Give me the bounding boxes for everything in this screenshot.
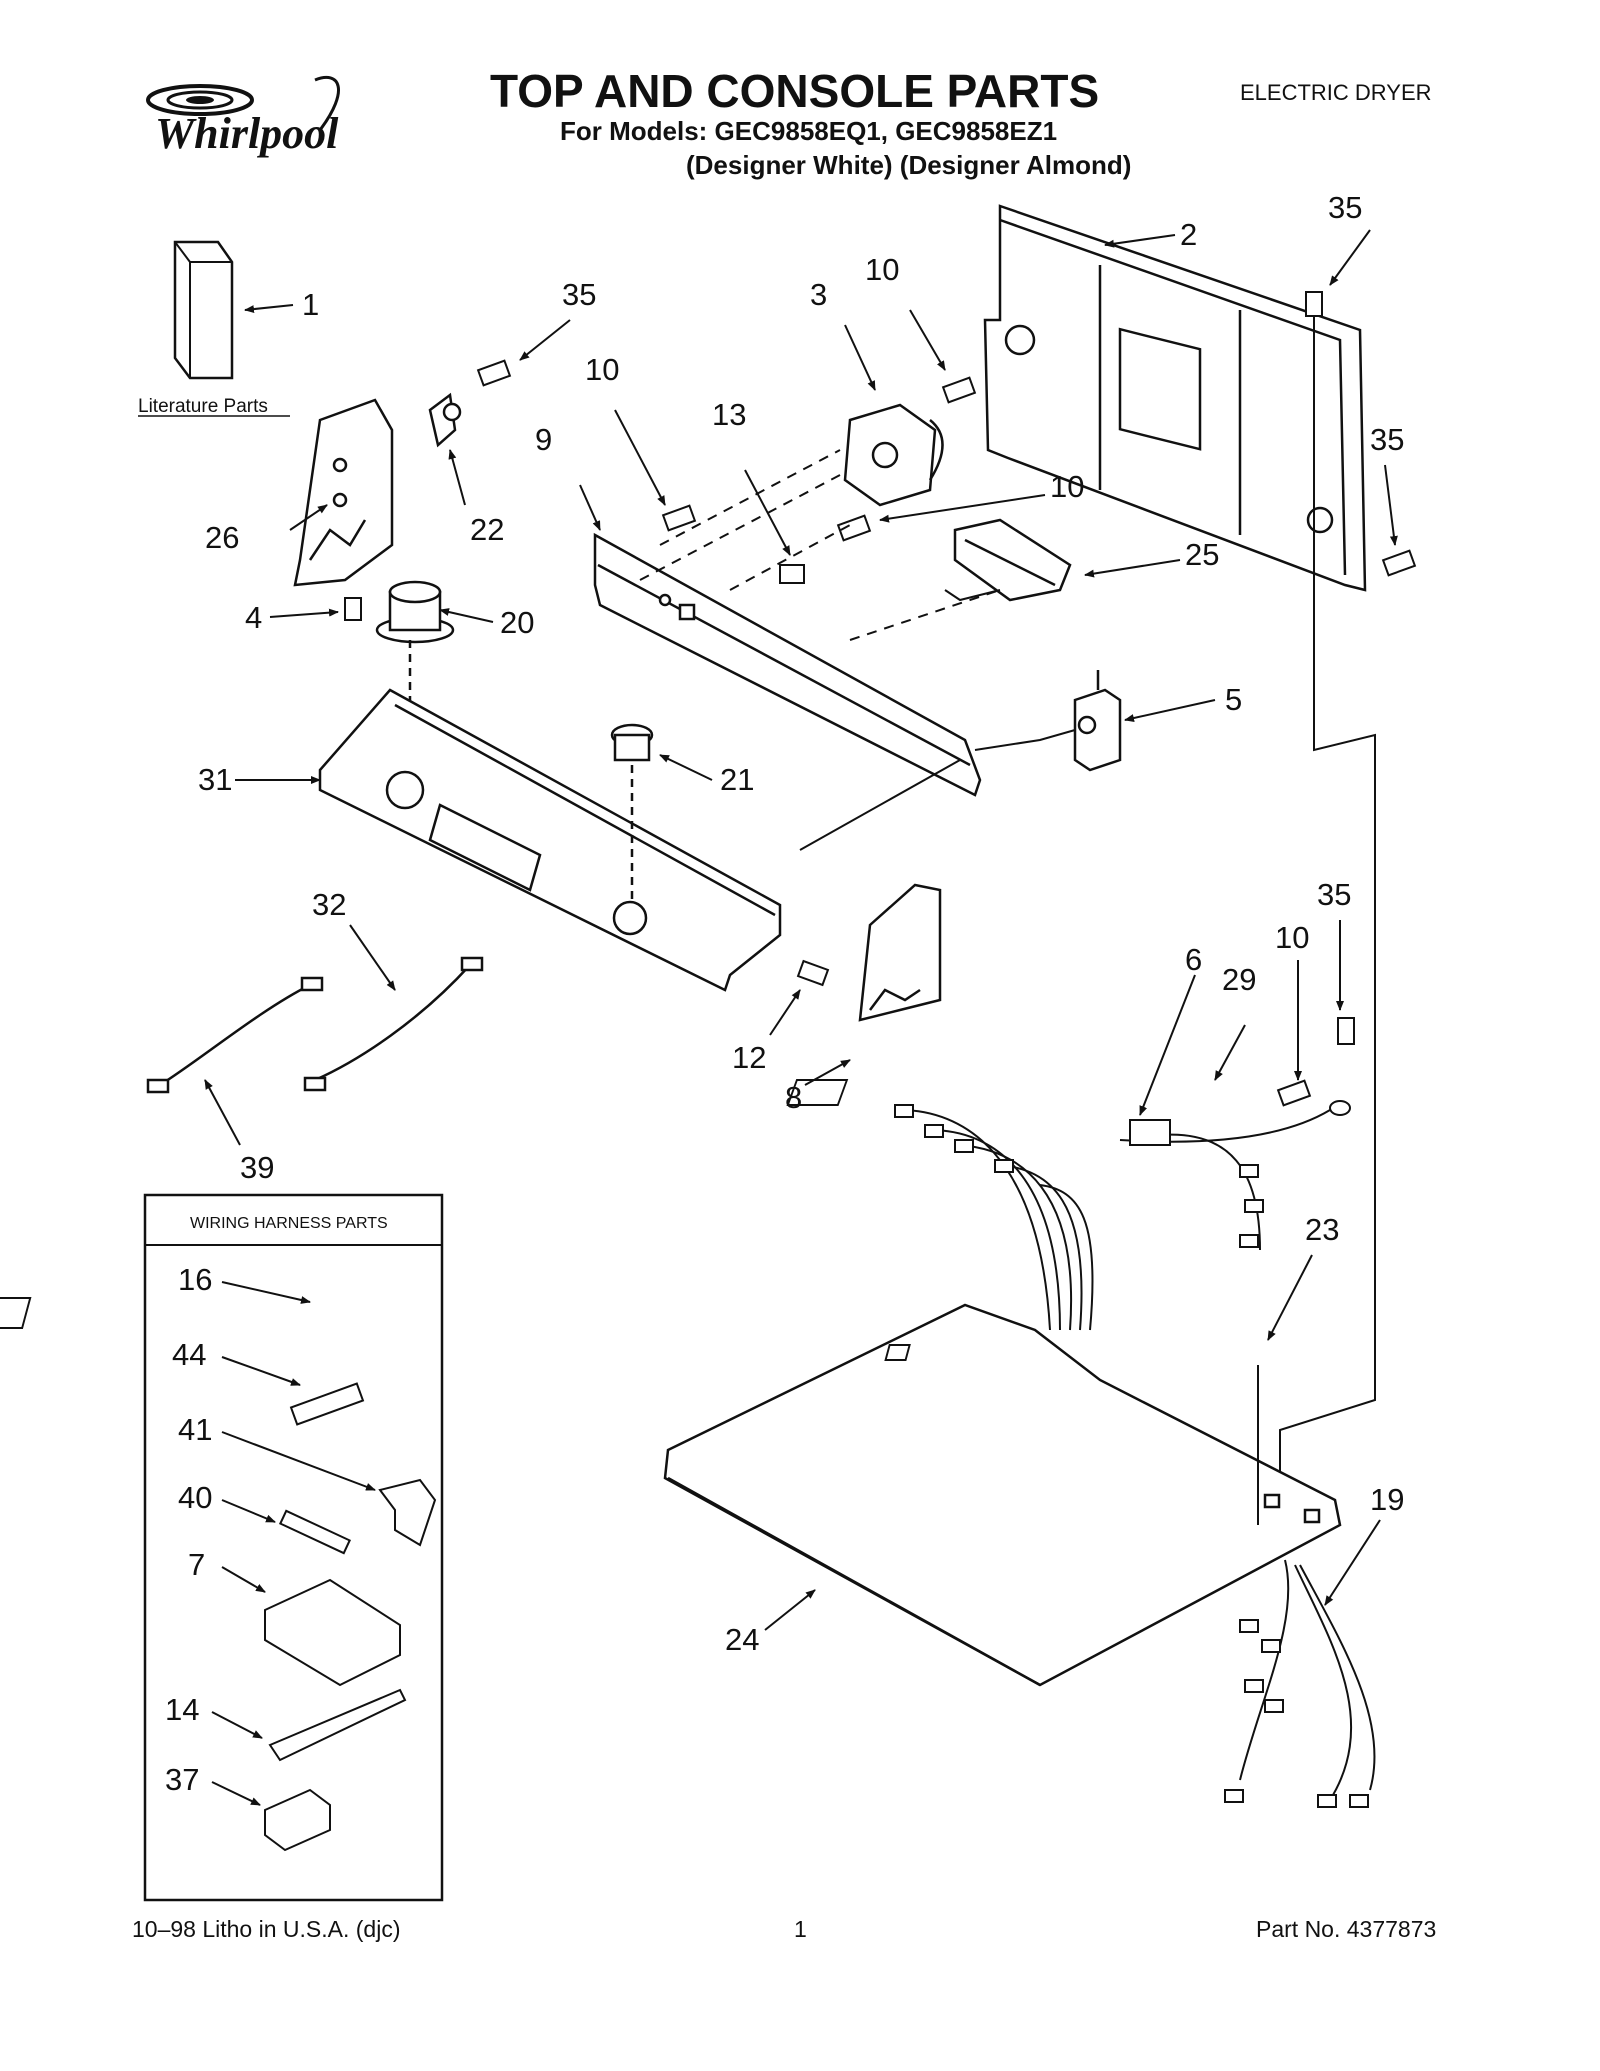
model-colors: (Designer White) (Designer Almond): [686, 150, 1132, 180]
callout-24: 24: [725, 1622, 759, 1657]
assembly-lines: [639, 449, 1001, 641]
screw-4: [344, 597, 362, 621]
harness-part-44: [289, 1382, 365, 1426]
callout-1: 1: [302, 287, 319, 322]
timer-switch: [843, 403, 944, 507]
callout-29: 29: [1222, 962, 1256, 997]
console-end-cap-left: [293, 398, 394, 587]
screw-35-harness: [1337, 1017, 1355, 1045]
harness-part-40: [278, 1509, 352, 1555]
callout-31: 31: [198, 762, 232, 797]
push-button-knob: [610, 723, 654, 905]
harness-callout-41: 41: [178, 1412, 212, 1447]
screw-35-bracket: [476, 359, 512, 387]
touch-pad-board: [953, 518, 1072, 602]
leader-arrows: [204, 229, 1398, 1631]
callout-23: 23: [1305, 1212, 1339, 1247]
screw-35-top-right: [1305, 291, 1323, 330]
callout-26: 26: [205, 520, 239, 555]
literature-parts-label: Literature Parts: [138, 396, 268, 417]
callout-10-left: 10: [585, 352, 619, 387]
harness-box-title: WIRING HARNESS PARTS: [190, 1215, 388, 1232]
screw-35-right: [1381, 549, 1417, 577]
harness-callout-44: 44: [172, 1337, 206, 1372]
callout-35-harness: 35: [1317, 877, 1351, 912]
screw-10-control: [836, 514, 872, 542]
callout-32: 32: [312, 887, 346, 922]
guide-lines: [799, 589, 1076, 851]
callout-6: 6: [1185, 942, 1202, 977]
model-numbers: For Models: GEC9858EQ1, GEC9858EZ1: [560, 116, 1058, 146]
whirlpool-logo: Whirlpool: [140, 70, 390, 170]
page-title: TOP AND CONSOLE PARTS: [490, 65, 1100, 117]
callout-5: 5: [1225, 682, 1242, 717]
page-number: 1: [794, 1916, 807, 1942]
callout-13: 13: [712, 397, 746, 432]
harness-part-41: [378, 1478, 437, 1547]
wire-clip: [884, 1344, 1259, 1525]
callout-2: 2: [1180, 217, 1197, 252]
part-number: Part No. 4377873: [1256, 1916, 1437, 1942]
harness-part-16: [0, 1297, 32, 1329]
callout-25: 25: [1185, 537, 1219, 572]
jumper-wires: [146, 956, 484, 1094]
selector-switch: [1073, 670, 1122, 772]
main-wire-harness: [786, 1079, 1351, 1331]
harness-part-37: [264, 1788, 331, 1852]
callout-12: 12: [732, 1040, 766, 1075]
callout-19: 19: [1370, 1482, 1404, 1517]
screw-10-harness: [1276, 1079, 1312, 1107]
callout-21: 21: [720, 762, 754, 797]
harness-callout-16: 16: [178, 1262, 212, 1297]
callout-3: 3: [810, 277, 827, 312]
callout-9: 9: [535, 422, 552, 457]
callout-4: 4: [245, 600, 262, 635]
harness-part-7: [264, 1578, 401, 1687]
clip-bracket: [428, 392, 462, 448]
harness-callout-7: 7: [188, 1547, 205, 1582]
callout-22: 22: [470, 512, 504, 547]
callout-20: 20: [500, 605, 534, 640]
dryer-type: ELECTRIC DRYER: [1240, 80, 1432, 105]
harness-callout-14: 14: [165, 1692, 199, 1727]
litho-note: 10–98 Litho in U.S.A. (djc): [132, 1916, 401, 1942]
harness-callout-37: 37: [165, 1762, 199, 1797]
console-end-cap-right: [858, 883, 942, 1022]
brand-wordmark: Whirlpool: [155, 109, 339, 158]
console-housing: [318, 688, 782, 992]
callout-35-top-right: 35: [1328, 190, 1362, 225]
callout-10-top: 10: [865, 252, 899, 287]
callout-numbers: 1 2 3 4 5 6 8 9 10 10 10 10 12 13 19 20 …: [198, 190, 1404, 1657]
whirlpool-logo-mark: Whirlpool: [146, 76, 340, 158]
wiring-harness-parts-box: WIRING HARNESS PARTS 16 44 41 40 7 14 37: [0, 1193, 444, 1902]
callout-10-mid: 10: [1050, 469, 1084, 504]
screw-12: [796, 959, 830, 987]
screw-10-switch: [941, 376, 977, 404]
control-panel-bar: [593, 532, 982, 797]
callout-39: 39: [240, 1150, 274, 1185]
console-back-panel: [983, 204, 1367, 592]
callout-35-right: 35: [1370, 422, 1404, 457]
callout-8: 8: [785, 1080, 802, 1115]
screw-10-panel: [661, 504, 697, 532]
harness-part-14: [268, 1688, 407, 1762]
literature-booklet: [173, 240, 234, 380]
harness-callout-40: 40: [178, 1480, 212, 1515]
dryer-top-panel: [663, 1303, 1342, 1687]
callout-10-harness: 10: [1275, 920, 1309, 955]
lower-wire-harness: [1224, 1559, 1376, 1808]
button-switch: [779, 564, 805, 584]
callout-35-bracket: 35: [562, 277, 596, 312]
